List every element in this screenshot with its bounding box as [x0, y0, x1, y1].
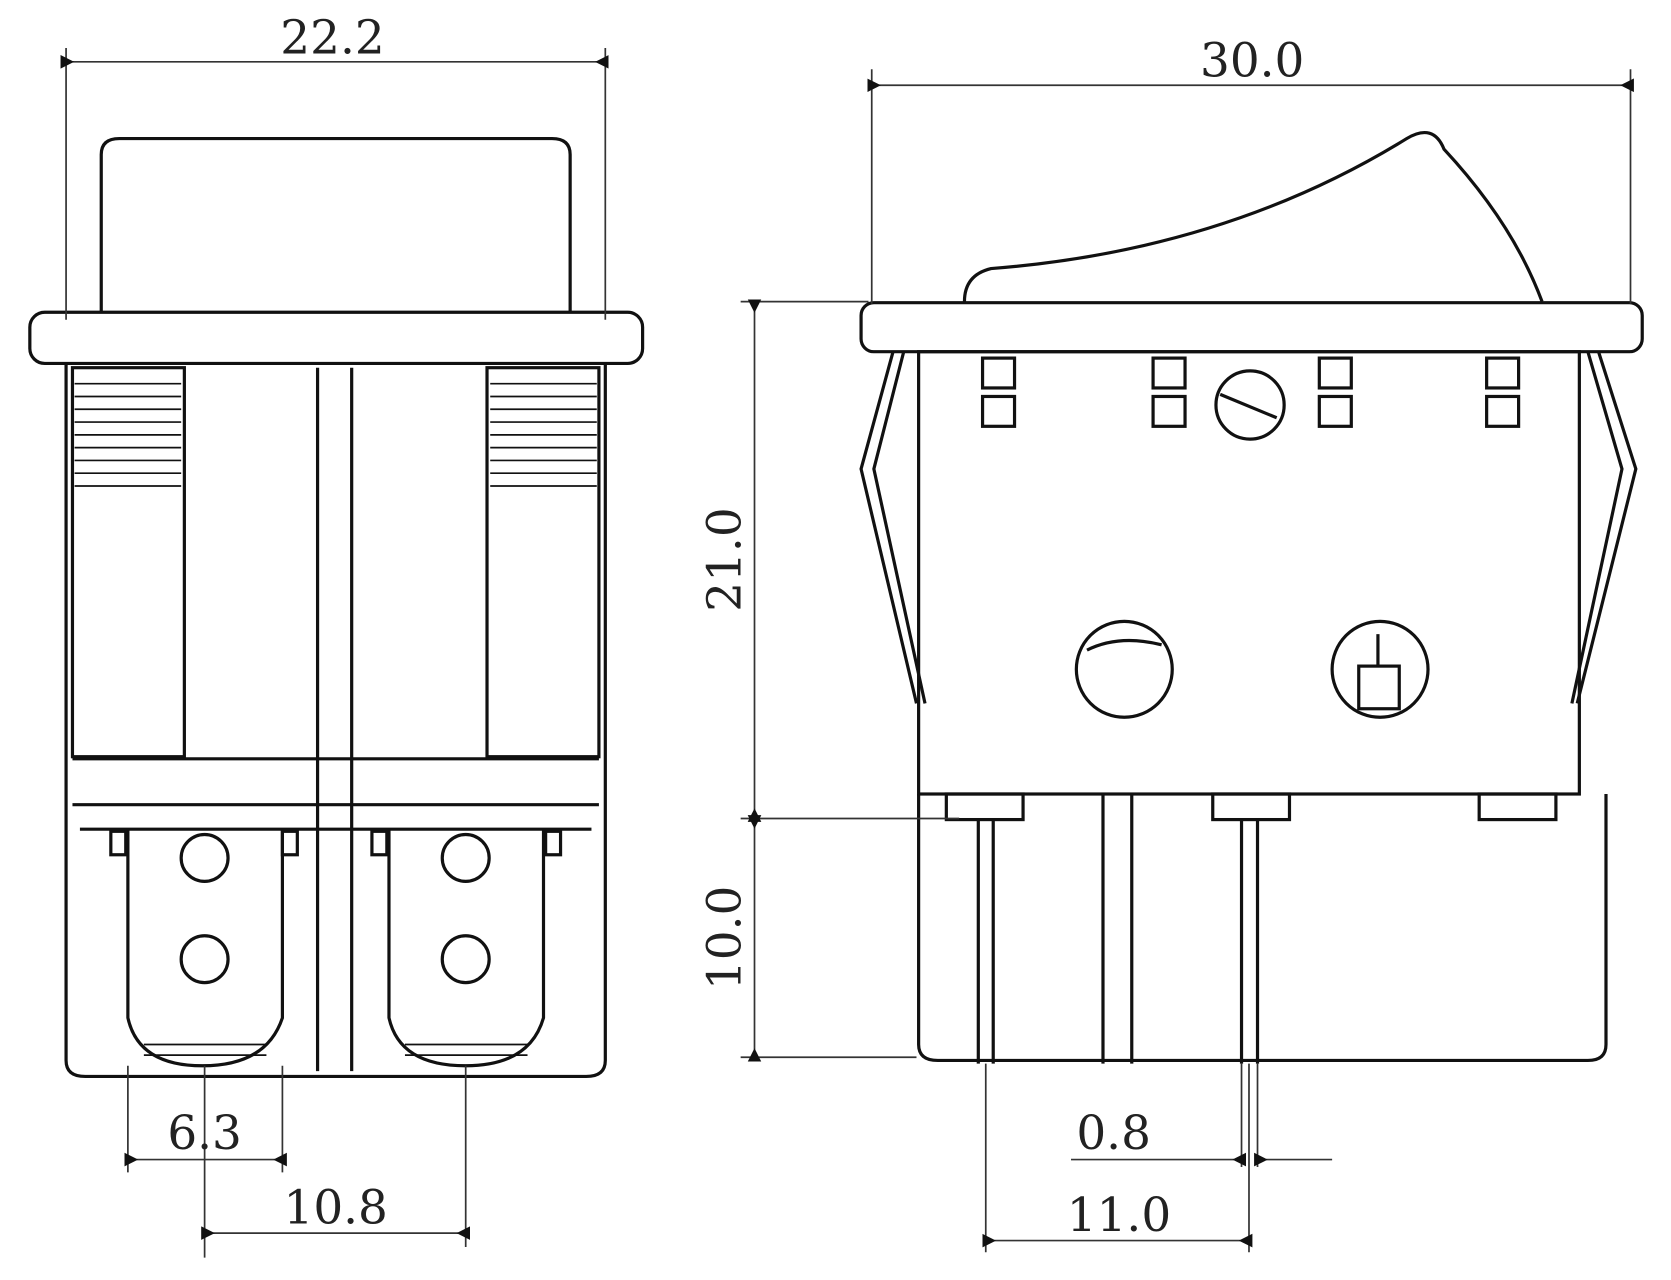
dimension-lines: [60, 47, 1634, 1258]
front-view: [28, 136, 645, 1079]
dim-front-width: 22.2: [280, 10, 384, 65]
dim-body-height: 21.0: [698, 507, 753, 611]
dim-terminal-length: 10.0: [698, 886, 753, 990]
dim-side-width: 30.0: [1200, 34, 1304, 89]
dim-terminal-width: 6.3: [167, 1106, 242, 1161]
dim-terminal-pitch-front: 10.8: [284, 1181, 388, 1236]
dim-terminal-thickness: 0.8: [1076, 1106, 1151, 1161]
side-view: [859, 130, 1644, 1064]
dim-terminal-pitch-side: 11.0: [1067, 1188, 1171, 1243]
